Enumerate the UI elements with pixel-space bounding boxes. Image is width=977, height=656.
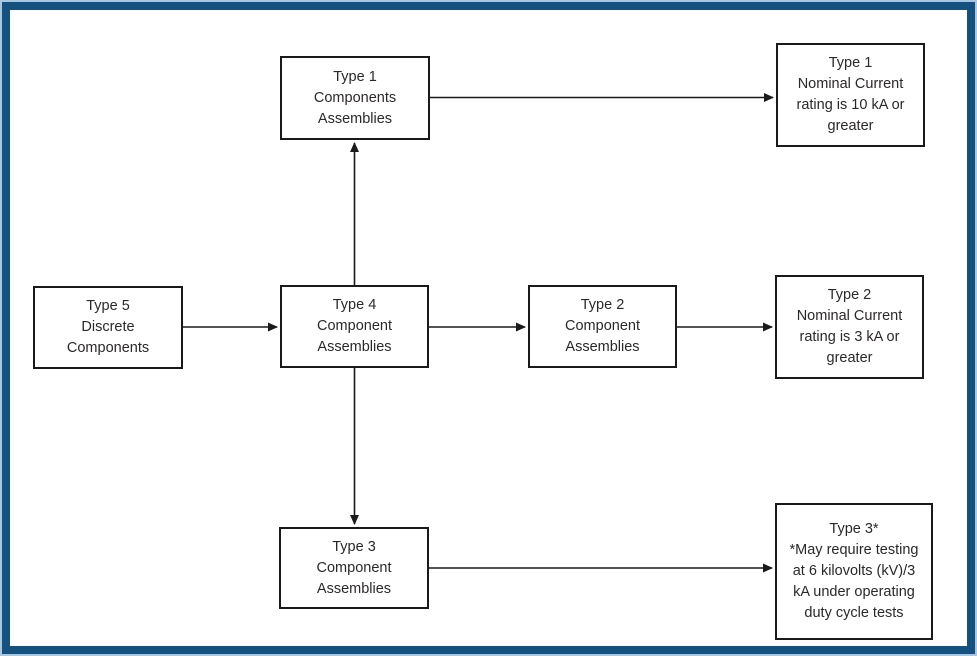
node-type3-component-assemblies: Type 3 Component Assemblies [279, 527, 429, 609]
node-type5-discrete-components: Type 5 Discrete Components [33, 286, 183, 369]
node-type4-component-assemblies: Type 4 Component Assemblies [280, 285, 429, 368]
node-type3-assemblies-label: Type 3 Component Assemblies [316, 538, 392, 597]
node-type2-component-assemblies: Type 2 Component Assemblies [528, 285, 677, 368]
node-type2-rating-label: Type 2 Nominal Current rating is 3 kA or… [796, 287, 903, 366]
node-type3-testing-note: Type 3* *May require testing at 6 kilovo… [775, 503, 933, 640]
node-type2-assemblies-label: Type 2 Component Assemblies [565, 297, 640, 355]
node-type1-nominal-current-rating: Type 1 Nominal Current rating is 10 kA o… [776, 43, 925, 147]
node-type1-rating-label: Type 1 Nominal Current rating is 10 kA o… [796, 55, 905, 134]
node-type4-assemblies-label: Type 4 Component Assemblies [317, 297, 392, 355]
node-type3-rating-label: Type 3* *May require testing at 6 kilovo… [789, 521, 919, 621]
node-type2-nominal-current-rating: Type 2 Nominal Current rating is 3 kA or… [775, 275, 924, 379]
node-type1-components-assemblies: Type 1 Components Assemblies [280, 56, 430, 140]
node-type1-components-label: Type 1 Components Assemblies [313, 68, 397, 127]
node-type5-discrete-label: Type 5 Discrete Components [66, 298, 150, 356]
